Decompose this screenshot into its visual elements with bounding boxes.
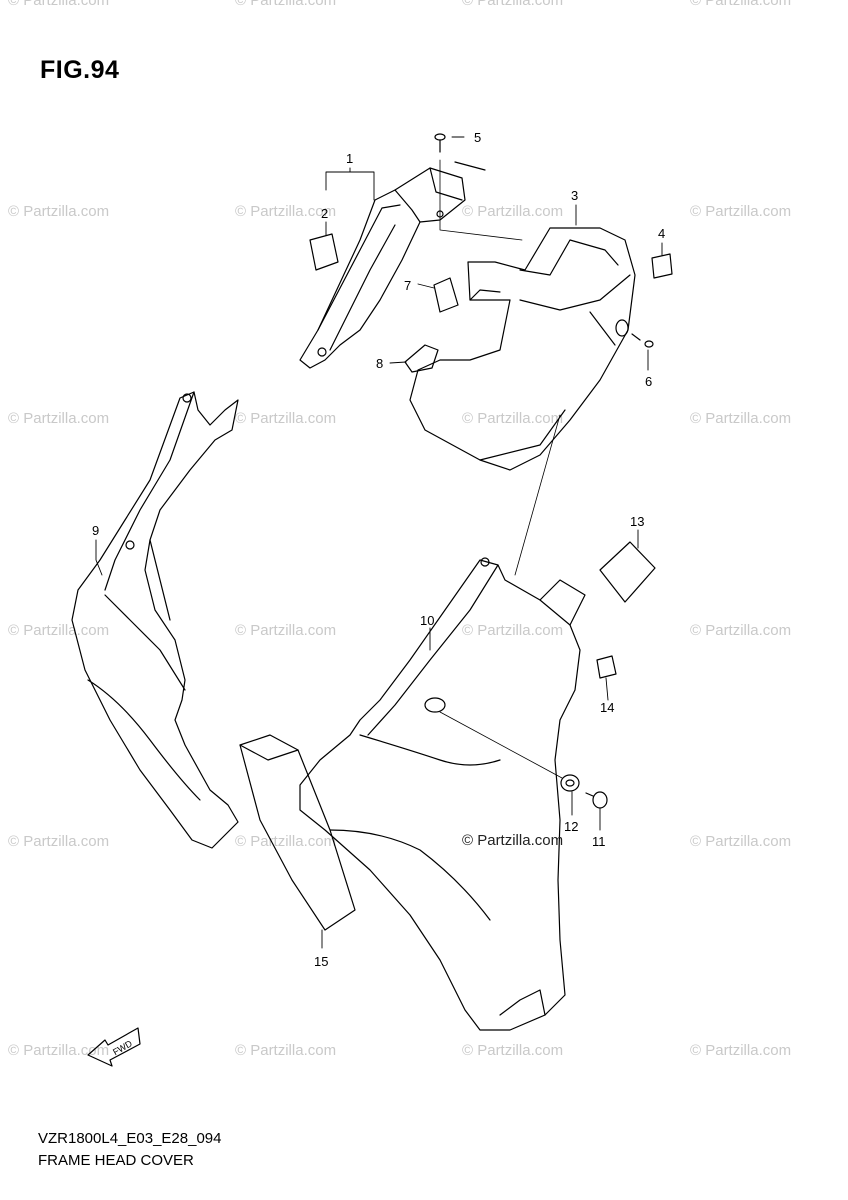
watermark-text: © Partzilla.com [8,0,110,9]
figure-title: FIG.94 [40,56,120,84]
watermark-text: © Partzilla.com [690,1042,792,1059]
watermark-text: © Partzilla.com [8,833,110,850]
callout-11: 11 [592,834,606,849]
part-6-screw [631,333,654,348]
part-7-cushion [433,277,459,313]
callout-1: 1 [346,151,353,166]
callout-13: 13 [630,514,644,529]
watermark-text: © Partzilla.com [235,203,337,220]
callout-8: 8 [376,356,383,371]
callout-2: 2 [321,206,328,221]
part-1-bracket [299,161,486,369]
watermark-text: © Partzilla.com [8,622,110,639]
watermark-text: © Partzilla.com [462,410,564,427]
part-13-pad [599,541,656,603]
watermark-text: © Partzilla.com [690,410,792,427]
watermark-text: © Partzilla.com [8,1042,110,1059]
watermark-text: © Partzilla.com [235,1042,337,1059]
callout-6: 6 [645,374,652,389]
part-3-upper-cover [409,227,636,471]
callout-10: 10 [420,613,434,628]
watermark-text: © Partzilla.com [690,203,792,220]
watermark-text: © Partzilla.com [462,1042,564,1059]
callout-7: 7 [404,278,411,293]
part-5-screw [434,133,523,241]
watermark-text: © Partzilla.com [462,622,564,639]
watermark-text: © Partzilla.com [8,203,110,220]
callout-15: 15 [314,954,328,969]
watermark-text: © Partzilla.com [690,622,792,639]
watermark-text: © Partzilla.com [690,0,792,9]
watermark-text: © Partzilla.com [235,622,337,639]
leader-lines [95,136,663,949]
part-10-main-cover [299,557,586,1031]
fwd-arrow-icon: FWD [87,1027,141,1067]
callout-14: 14 [600,700,614,715]
callout-9: 9 [92,523,99,538]
watermark-text: © Partzilla.com [8,410,110,427]
part-9-left-cover [71,391,239,849]
callout-12: 12 [564,819,578,834]
callout-labels: 1 2 3 4 5 6 7 8 9 10 11 12 13 14 15 [92,130,665,969]
watermark-text: © Partzilla.com [462,0,564,9]
part-12-grommet [439,711,580,792]
callout-3: 3 [571,188,578,203]
center-watermark: © Partzilla.com [462,832,564,849]
part-14-pad [596,655,617,679]
model-code: VZR1800L4_E03_E28_094 [38,1130,222,1147]
part-15-side-pad [239,734,356,931]
part-2-tape [309,233,339,271]
callout-5: 5 [474,130,481,145]
watermark-text: © Partzilla.com [235,410,337,427]
watermark-text: © Partzilla.com [462,203,564,220]
watermark-text: © Partzilla.com [235,0,337,9]
part-8-cushion [404,344,439,373]
watermark-text: © Partzilla.com [690,833,792,850]
part-group-name: FRAME HEAD COVER [38,1152,194,1169]
part-11-screw [585,791,608,809]
watermark-text: © Partzilla.com [235,833,337,850]
callout-4: 4 [658,226,665,241]
part-4-pad [651,253,673,279]
connector-lines [514,414,561,576]
